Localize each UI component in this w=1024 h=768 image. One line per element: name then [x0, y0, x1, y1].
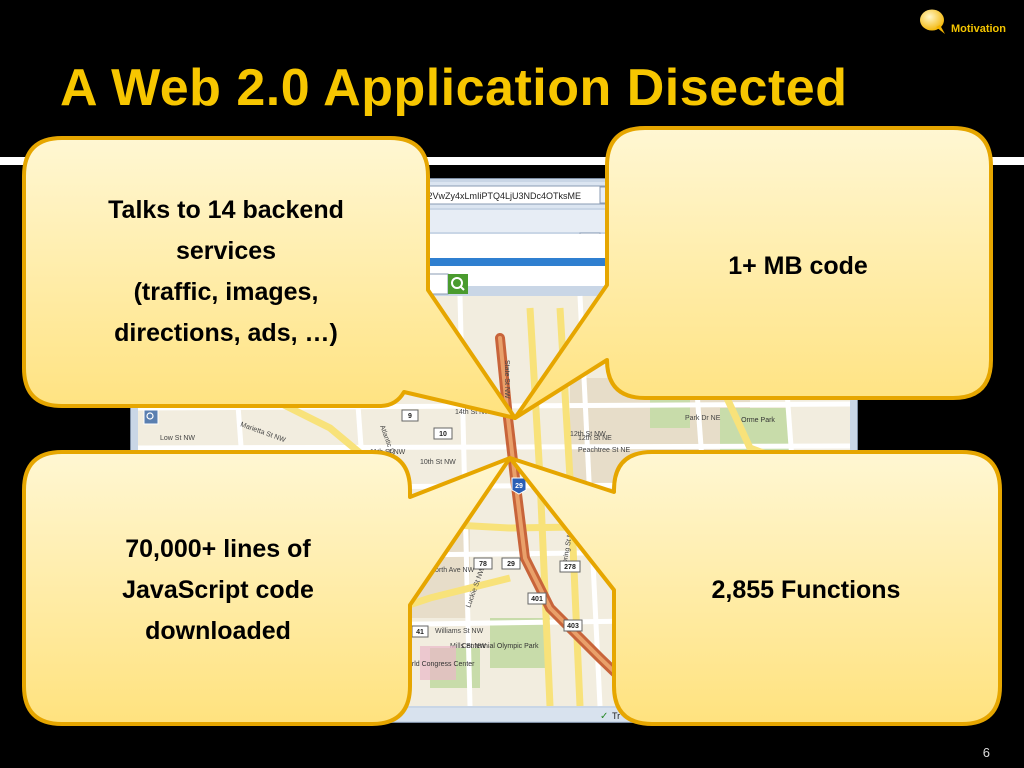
- place-label: Centennial Olympic Park: [461, 643, 539, 650]
- callout-top-right-text: 1+ MB code: [622, 228, 974, 304]
- callout-line: JavaScript code: [122, 575, 314, 604]
- status-text: Tr: [612, 711, 620, 721]
- highway-shield: 29: [507, 561, 515, 568]
- highway-shield: 9: [408, 413, 412, 420]
- place-label: World Congress Center: [401, 661, 475, 668]
- highway-shield: 10: [439, 431, 447, 438]
- highway-shield: 403: [567, 623, 579, 630]
- street-label: 14th St NW: [455, 409, 491, 416]
- section-tag: Motivation: [919, 8, 1006, 36]
- slide-title: A Web 2.0 Application Disected: [60, 59, 848, 117]
- callout-line: 1+ MB code: [728, 251, 868, 280]
- callout-line: Talks to 14 backend: [108, 196, 344, 224]
- title-rule: [0, 157, 1024, 165]
- page-number: 6: [982, 745, 990, 760]
- street-label: Peachtree St NE: [578, 447, 630, 454]
- street-label: North Ave NW: [430, 567, 475, 574]
- callout-line: (traffic, images,: [133, 278, 319, 306]
- highway-shield: 278: [564, 564, 576, 571]
- address-bar-text: N0LjAIN2VwZy4xLmIiPTQ4LjU3NDc4OTksME: [394, 191, 581, 201]
- speech-bubble-icon: [920, 9, 945, 34]
- callout-line: directions, ads, …): [114, 319, 338, 347]
- place-label: Orme Park: [741, 417, 775, 424]
- callout-line: 2,855 Functions: [711, 575, 901, 604]
- search-button[interactable]: [448, 274, 468, 294]
- interstate-shield: 29: [515, 483, 523, 490]
- highway-shield: 41: [416, 629, 424, 636]
- callout-bottom-right-text: 2,855 Functions: [630, 552, 982, 628]
- section-label: Motivation: [951, 23, 1006, 35]
- callout-line: services: [175, 237, 277, 265]
- callout-line: 70,000+ lines of: [125, 534, 311, 563]
- highway-shield: 401: [531, 596, 543, 603]
- highway-shield: 19: [435, 386, 443, 393]
- street-label: Piedmont Ave NE: [636, 338, 643, 393]
- street-label: 12th St NW: [570, 431, 606, 438]
- highway-shield: 78: [479, 561, 487, 568]
- callout-bottom-left-text: 70,000+ lines of JavaScript code downloa…: [40, 522, 396, 658]
- street-label: Park Dr NE: [685, 415, 721, 422]
- callout-top-left-text: Talks to 14 backend services (traffic, i…: [40, 182, 412, 362]
- street-label: Williams St NW: [435, 628, 484, 635]
- zoom-control[interactable]: [143, 409, 159, 425]
- street-label: State St NW: [503, 360, 510, 399]
- status-check-icon: ✓: [600, 711, 608, 722]
- callout-line: downloaded: [145, 616, 291, 645]
- street-label: 12th St NE: [578, 435, 612, 442]
- street-label: Low St NW: [160, 435, 195, 442]
- street-label: 10th St NW: [420, 459, 456, 466]
